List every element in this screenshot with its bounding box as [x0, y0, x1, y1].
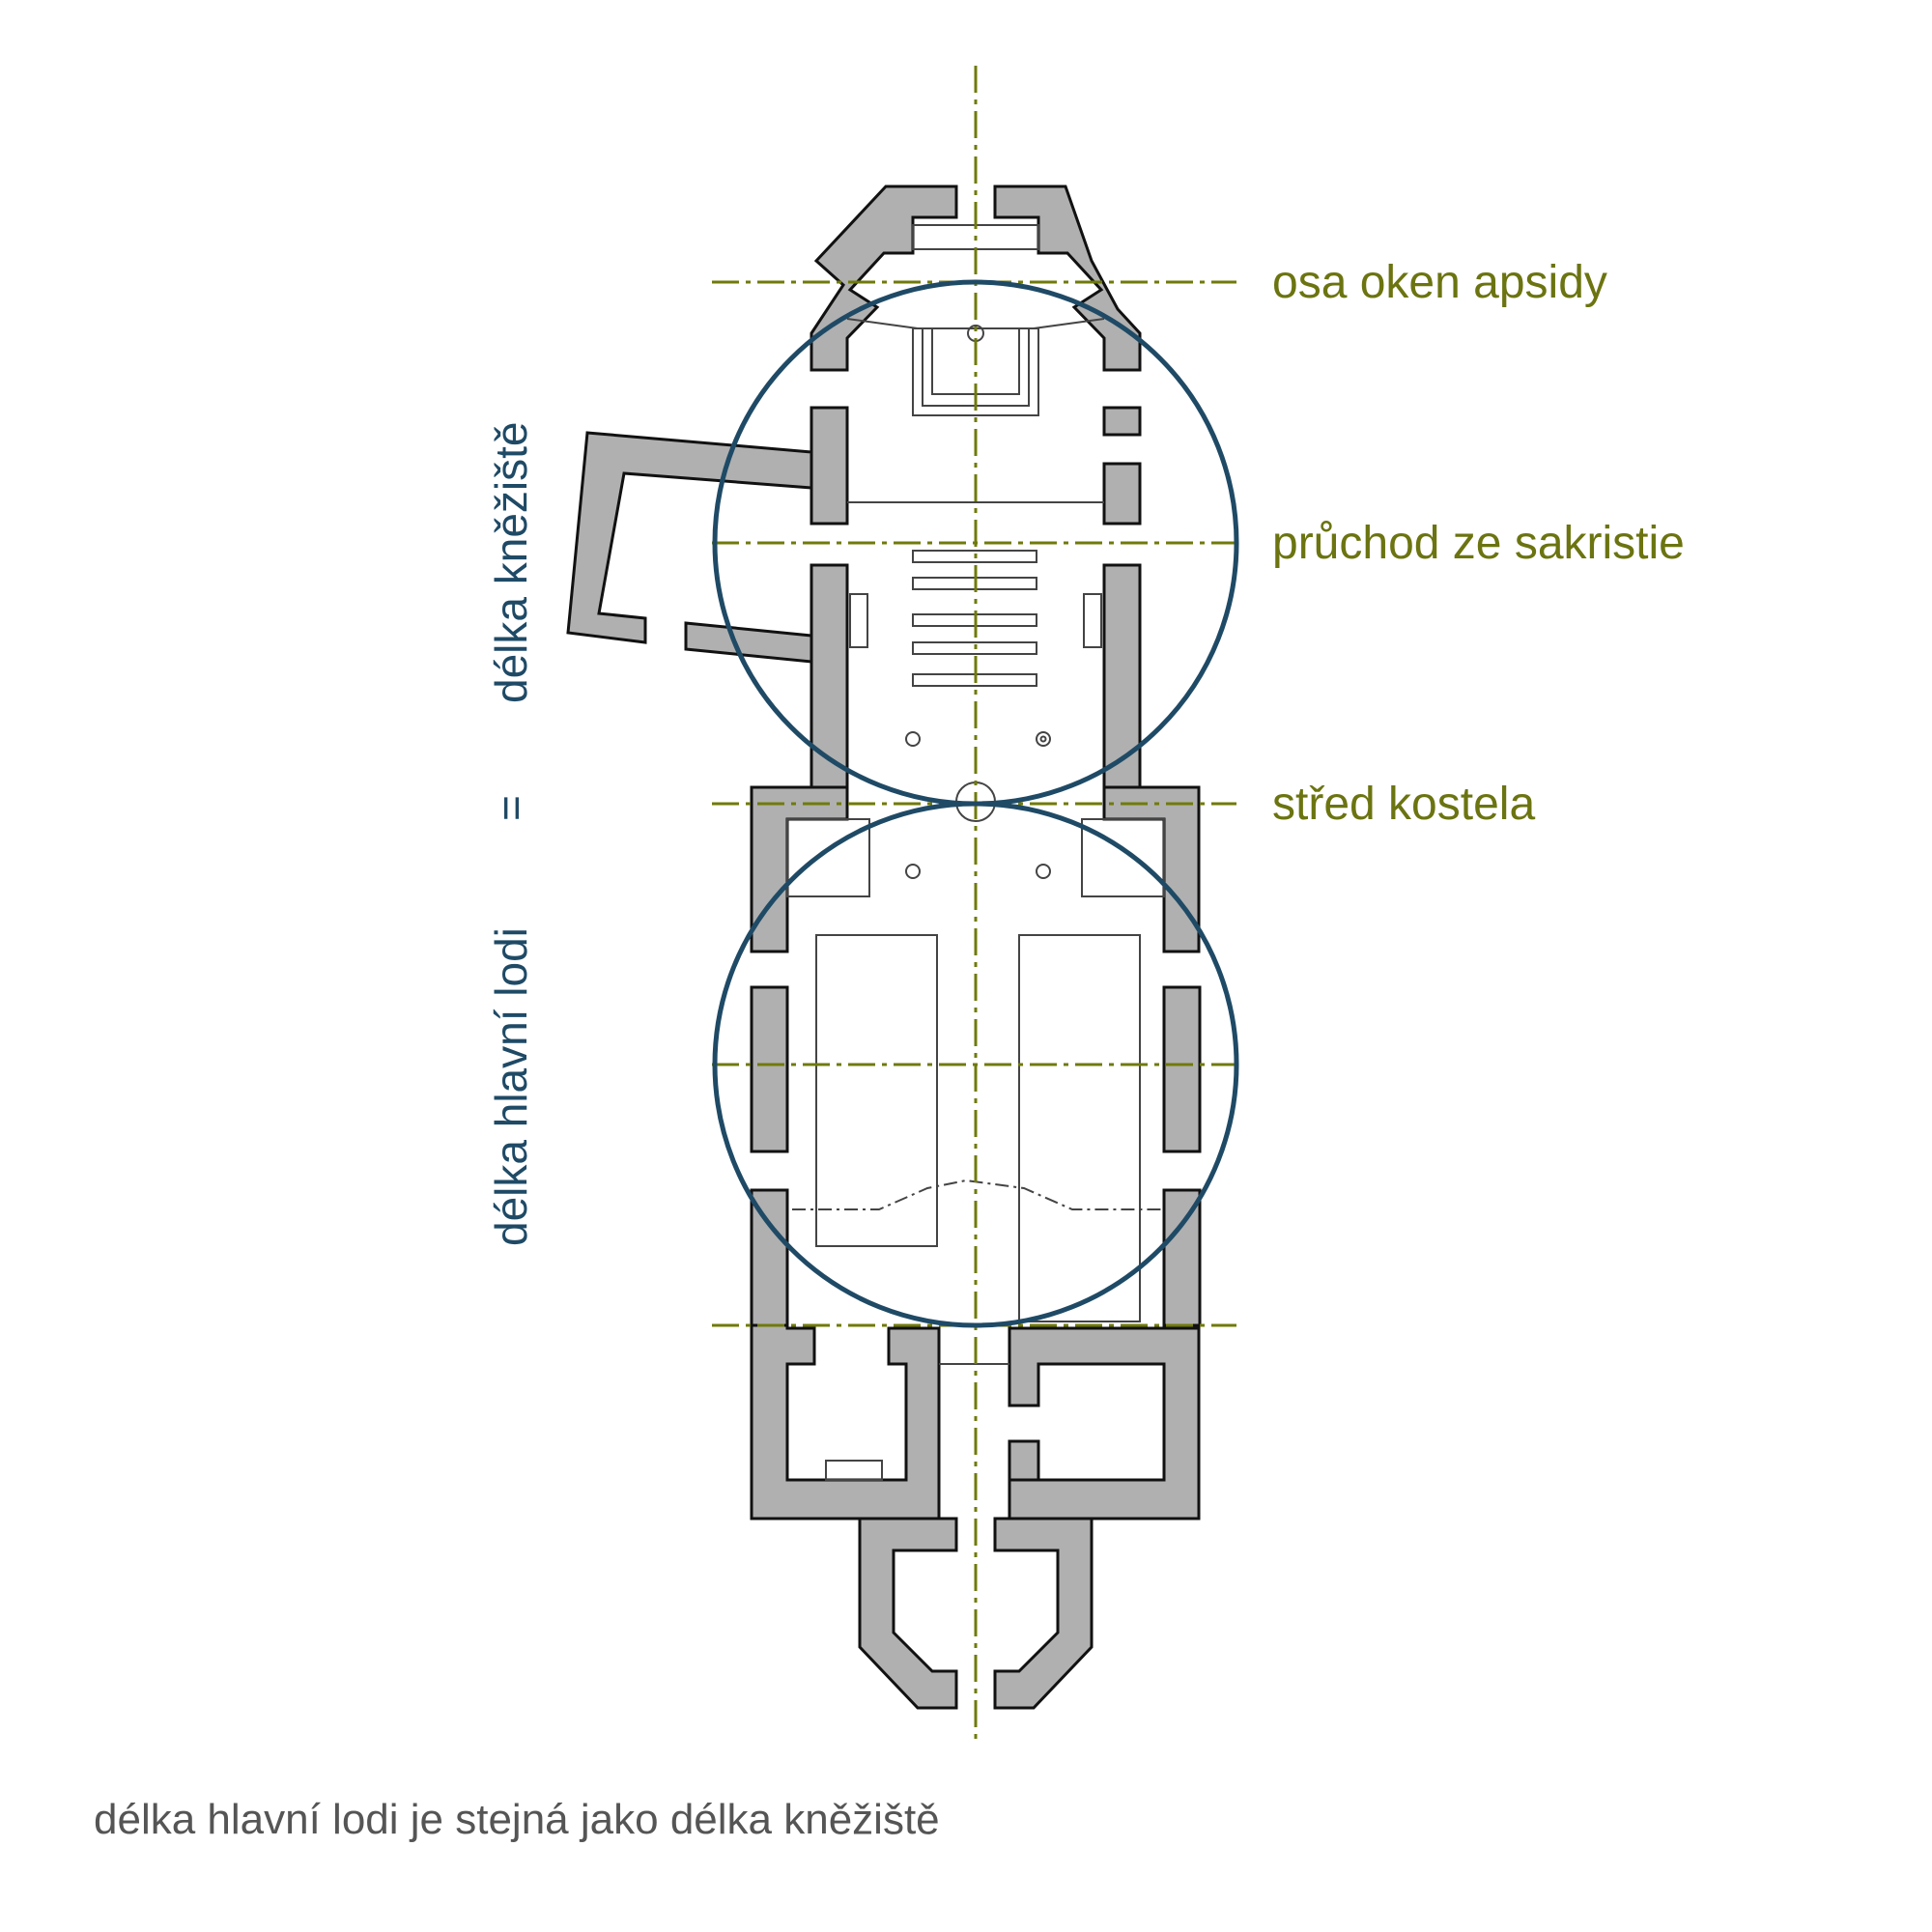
narthex-walls-left [750, 1323, 941, 1520]
nave-wall-right-3 [1162, 1188, 1202, 1327]
walls [566, 185, 1202, 1710]
label-apse-windows: osa oken apsidy [1272, 257, 1607, 308]
axis-labels: osa oken apsidy průchod ze sakristie stř… [1272, 257, 1685, 830]
label-church-center: střed kostela [1272, 779, 1535, 830]
nave-wall-left-2 [750, 985, 789, 1153]
narthex-pier [1008, 1439, 1040, 1482]
vertical-labels: délka kněžiště = délka hlavní lodi [486, 422, 536, 1247]
pews-left [815, 934, 938, 1247]
caption: délka hlavní lodi je stejná jako délka k… [94, 1796, 940, 1843]
choir-loft-outline [792, 1179, 1164, 1210]
sedilia-right [1083, 593, 1102, 648]
kneeler-4 [912, 641, 1037, 655]
label-sacristy-passage: průchod ze sakristie [1272, 518, 1685, 569]
tower-wall [858, 1517, 958, 1710]
nave-wall-right-2 [1162, 985, 1202, 1153]
nave-wall-left-3 [750, 1188, 789, 1327]
apse-wall-right [993, 185, 1142, 372]
sacristy-wall [566, 431, 813, 644]
holy-water-left [905, 864, 921, 879]
side-altar-left [786, 818, 870, 897]
presbytery-wall-right-2 [1102, 462, 1142, 526]
presbytery-wall-left-1 [810, 406, 849, 526]
proportion-circles [712, 279, 1239, 1328]
side-altar-right [1081, 818, 1165, 897]
pews-right [1018, 934, 1141, 1322]
candle-holder-left [905, 731, 921, 747]
presbytery-wall-right-1 [1102, 406, 1142, 437]
narthex-bench [825, 1460, 883, 1481]
nave-circle [712, 801, 1239, 1328]
sedilia-left [849, 593, 868, 648]
holy-water-right [1036, 864, 1051, 879]
label-presbytery-length: délka kněžiště [486, 422, 536, 704]
tower-wall-right [993, 1517, 1094, 1710]
presbytery-wall-right-3 [1102, 563, 1142, 789]
narthex-walls-right [1008, 1326, 1201, 1520]
apse-wall-left [810, 185, 958, 372]
presbytery-wall-left-2 [810, 563, 849, 789]
candle-holder-right [1036, 731, 1051, 747]
candle-holder-right-inner [1039, 735, 1047, 743]
kneeler-1 [912, 550, 1037, 563]
sacristy-wall-lower [684, 621, 813, 664]
label-equals: = [486, 795, 536, 821]
label-nave-length: délka hlavní lodi [486, 927, 536, 1246]
